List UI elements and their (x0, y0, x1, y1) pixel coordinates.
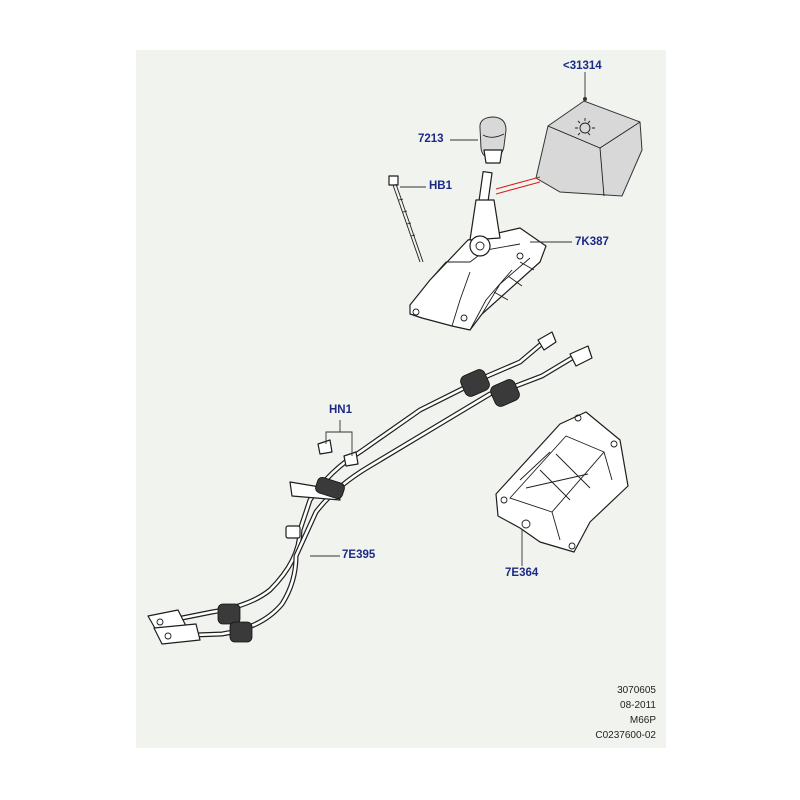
callout-7213: 7213 (418, 133, 444, 145)
callout-7e364: 7E364 (505, 567, 539, 579)
callout-7k387: 7K387 (575, 236, 609, 248)
callout-hb1: HB1 (429, 180, 453, 192)
reference-date: 08-2011 (620, 700, 656, 711)
reference-code: 3070605 (617, 685, 656, 696)
shifter-housing-bracket-illustration (495, 411, 629, 553)
reference-catalog: C0237600-02 (595, 730, 656, 741)
shift-boot-illustration (535, 97, 643, 197)
gear-knob-illustration (479, 116, 507, 164)
callout-31314: <31314 (563, 60, 602, 72)
leader-lines (310, 72, 586, 566)
shift-cables-illustration (147, 331, 593, 645)
callout-hn1: HN1 (329, 404, 353, 416)
reference-model: M66P (629, 715, 656, 726)
boot-fit-lines (495, 176, 541, 195)
clips-illustration (317, 439, 359, 467)
bolt-illustration (388, 175, 424, 263)
gear-shift-lever-assembly-illustration (409, 170, 547, 331)
callout-7e395: 7E395 (342, 549, 376, 561)
